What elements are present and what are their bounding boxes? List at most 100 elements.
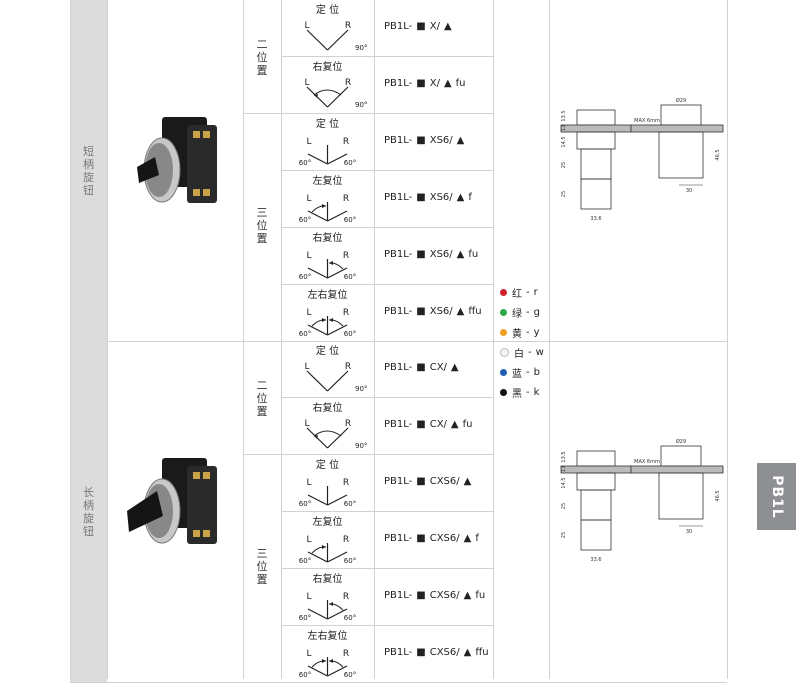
row-divider [281,56,493,57]
position-count-char: 二 [256,38,268,51]
side-body [658,472,704,520]
position-title: 右复位 [313,401,343,414]
model-code: PB1L-■XS6/▲ [384,135,468,146]
contact-placeholder-triangle: ▲ [456,306,465,317]
color-code: g [533,306,540,318]
code-prefix: PB1L- [384,306,413,317]
model-code: PB1L-■CX/▲fu [384,419,472,430]
column-rule [243,0,244,679]
color-separator: - [526,366,530,378]
left-mark: L [304,362,309,372]
code-prefix: PB1L- [384,362,413,373]
position-count-char: 二 [256,379,268,392]
contact-placeholder-triangle: ▲ [463,476,472,487]
front-block [580,519,612,551]
angle-label-left: 60° [299,273,311,281]
angle-label-left: 60° [299,159,311,167]
side-dimension: 46.5 [715,149,721,160]
model-code-cell: PB1L-■XS6/▲fu [374,228,493,285]
model-code: PB1L-■CXS6/▲ffu [384,647,489,658]
side-dimension: 30 [686,188,692,194]
column-rule [281,0,282,679]
front-width-dimension: 33.6 [590,216,601,222]
color-separator: - [526,306,530,318]
model-code: PB1L-■XS6/▲f [384,192,472,203]
color-option: 黄-y [500,324,540,340]
code-prefix: PB1L- [384,476,413,487]
front-dimension: 25 [561,532,567,538]
model-code-cell: PB1L-■CXS6/▲ [374,455,493,512]
side-dimension: Ø29 [676,97,686,104]
left-mark: L [306,649,311,659]
column-rule [107,0,108,679]
category-char: 旋 [83,512,94,525]
contact-block-front [187,125,217,203]
position-title: 左右复位 [308,288,348,301]
code-prefix: PB1L- [384,249,413,260]
color-name: 红 [512,288,522,300]
color-name: 黄 [512,328,522,340]
color-code: b [533,366,540,378]
angle-label: 90° [355,44,367,52]
group-divider [70,341,727,342]
category-char: 短 [83,145,94,158]
angle-label: 90° [355,101,367,109]
color-option: 红-r [500,284,538,300]
model-code: PB1L-■X/▲fu [384,78,466,89]
front-nut [576,131,616,150]
color-option: 黑-k [500,384,539,400]
model-code: PB1L-■XS6/▲fu [384,249,478,260]
category-char: 钮 [83,525,94,538]
terminal-screw [203,530,210,537]
column-rule [549,0,550,679]
code-model: CX/ [429,419,447,430]
series-tab-label: PB1L [768,474,785,519]
color-placeholder-square: ■ [416,306,426,317]
code-prefix: PB1L- [384,192,413,203]
color-separator: - [526,386,530,398]
row-divider [281,397,493,398]
position-count-char: 位 [256,219,268,232]
terminal-screw [193,189,200,196]
model-code: PB1L-■CX/▲ [384,362,463,373]
terminal-screw [203,131,210,138]
right-mark: R [343,194,349,204]
front-dimension: 25 [561,162,567,168]
contact-placeholder-triangle: ▲ [456,249,465,260]
short-handle-switch-photo [107,95,243,245]
code-prefix: PB1L- [384,21,413,32]
position-title: 定 位 [316,117,339,130]
category-char: 钮 [83,184,94,197]
position-title: 左复位 [313,515,343,528]
position-count-char: 位 [256,560,268,573]
contact-placeholder-triangle: ▲ [450,419,459,430]
front-body [580,489,612,521]
series-tab[interactable]: PB1L [757,463,796,530]
color-code: w [535,346,544,358]
position-column: 三位置 [243,114,281,342]
position-count-char: 置 [256,573,268,586]
position-count-char: 位 [256,392,268,405]
color-placeholder-square: ■ [416,135,426,146]
color-name: 白 [514,348,524,360]
color-code: r [533,286,538,298]
model-code: PB1L-■CXS6/▲fu [384,590,485,601]
code-suffix: ffu [468,306,482,317]
contact-placeholder-triangle: ▲ [463,590,472,601]
code-model: XS6/ [429,306,453,317]
code-model: XS6/ [429,135,453,146]
position-count-char: 位 [256,51,268,64]
color-placeholder-square: ■ [416,419,426,430]
position-title: 定 位 [316,344,339,357]
color-name: 绿 [512,308,522,320]
contact-placeholder-triangle: ▲ [456,135,465,146]
code-suffix: f [468,192,472,203]
left-mark: L [306,592,311,602]
color-separator: - [526,326,530,338]
